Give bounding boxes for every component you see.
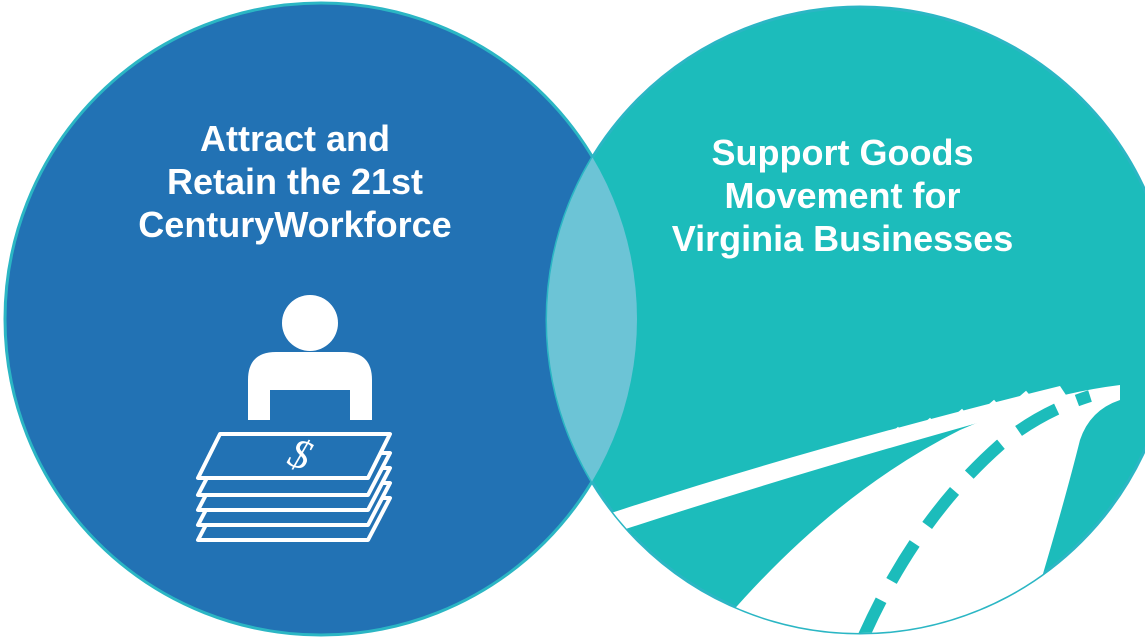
worker-with-money-stack-icon: $ bbox=[196, 295, 392, 542]
left-title-line-3: CenturyWorkforce bbox=[138, 204, 452, 245]
right-title-line-1: Support Goods bbox=[711, 132, 974, 173]
road-and-railroad-icon bbox=[589, 385, 1120, 633]
road-icon bbox=[700, 385, 1120, 633]
left-title-line-1: Attract and bbox=[199, 118, 391, 159]
left-title-line-2: Retain the 21st bbox=[166, 161, 424, 202]
money-stack-icon bbox=[196, 432, 392, 542]
right-circle-title: Support Goods Movement for Virginia Busi… bbox=[640, 131, 1045, 260]
right-title-line-2: Movement for bbox=[724, 175, 961, 216]
person-icon bbox=[248, 295, 372, 420]
left-circle-title: Attract and Retain the 21st CenturyWorkf… bbox=[100, 117, 490, 246]
right-title-line-3: Virginia Businesses bbox=[671, 218, 1014, 259]
